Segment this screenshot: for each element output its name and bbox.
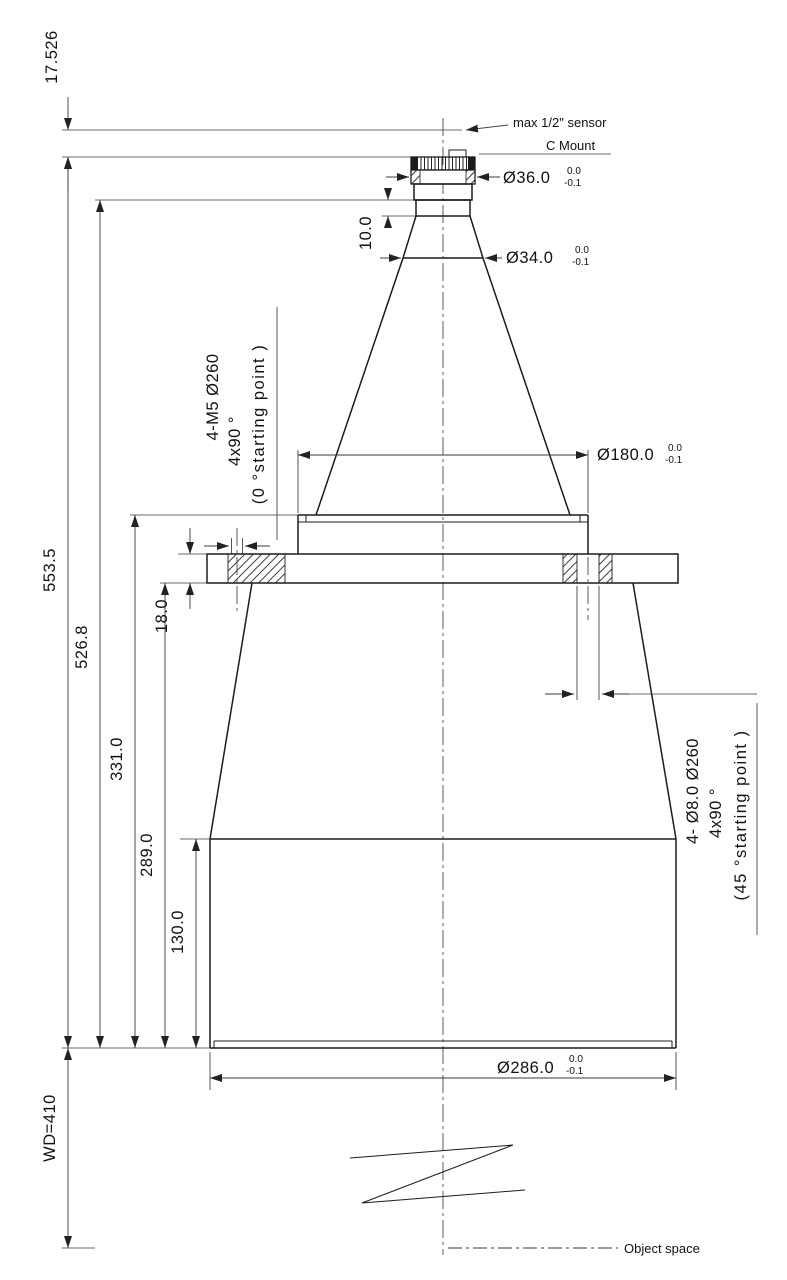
flange-face-dim: 289.0 <box>138 833 156 877</box>
dia-180-tol-upper: 0.0 <box>668 443 682 454</box>
object-space-label: Object space <box>624 1241 700 1256</box>
dia-36-tol-lower: -0.1 <box>564 178 582 189</box>
extension-lines <box>62 129 758 1249</box>
step-dim: 331.0 <box>108 737 126 781</box>
d8-start-callout: (45 °starting point ) <box>732 729 750 900</box>
dia-286-tol-upper: 0.0 <box>569 1054 583 1065</box>
total-length-dim: 553.5 <box>41 548 59 592</box>
sensor-size-label: max 1/2" sensor <box>513 115 607 130</box>
d8-holes-callout: 4- Ø8.0 Ø260 <box>684 738 702 844</box>
working-distance-dim: WD=410 <box>41 1094 59 1162</box>
centerlines <box>236 118 589 1255</box>
m5-holes-callout: 4-M5 Ø260 <box>204 353 222 440</box>
dia-286-dim: Ø286.0 <box>497 1059 554 1077</box>
dimension-lines <box>64 97 676 1248</box>
dia-36-tol-upper: 0.0 <box>567 166 581 177</box>
dia-180-dim: Ø180.0 <box>597 446 654 464</box>
flange-focal-dim: 17.526 <box>43 30 61 83</box>
d8-pattern-callout: 4x90 ° <box>707 788 725 838</box>
dia-36-dim: Ø36.0 <box>503 169 550 187</box>
m5-start-callout: (0 °starting point ) <box>250 344 268 504</box>
rear-face-dim: 526.8 <box>73 625 91 669</box>
dia-34-tol-lower: -0.1 <box>572 257 590 268</box>
dia-34-tol-upper: 0.0 <box>575 245 589 256</box>
flange-thickness-dim: 18.0 <box>153 599 171 633</box>
lens-body-outline <box>206 149 679 1204</box>
dia-180-tol-lower: -0.1 <box>665 455 683 466</box>
m5-pattern-callout: 4x90 ° <box>226 416 244 466</box>
annotations: max 1/2" sensor C Mount Ø36.0 0.0 -0.1 Ø… <box>41 30 750 1256</box>
c-mount-label: C Mount <box>546 138 596 153</box>
dia-34-dim: Ø34.0 <box>506 249 553 267</box>
neck-dim: 10.0 <box>357 216 375 250</box>
dia-286-tol-lower: -0.1 <box>566 1066 584 1077</box>
barrel-length-dim: 130.0 <box>169 910 187 954</box>
